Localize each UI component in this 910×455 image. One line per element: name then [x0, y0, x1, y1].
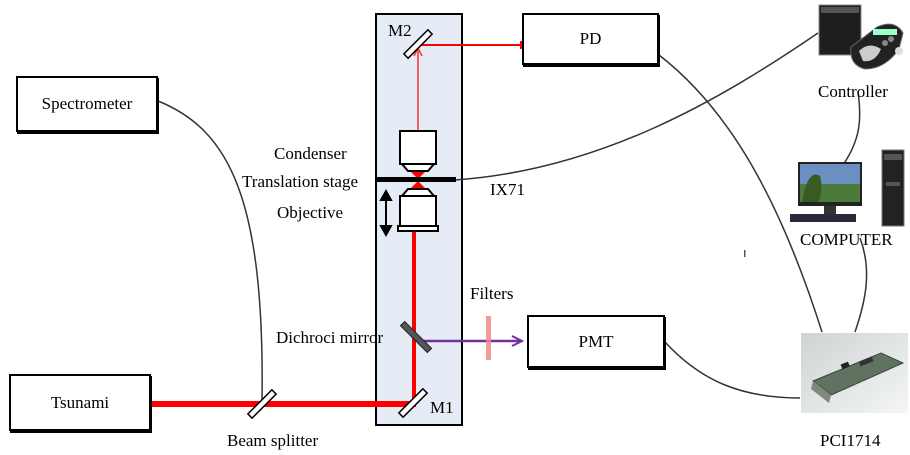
dichroic-mirror-label: Dichroci mirror	[276, 328, 384, 347]
dichroic-mirror	[399, 320, 433, 354]
controller-label: Controller	[818, 82, 888, 101]
translation-stage-label: Translation stage	[242, 172, 359, 191]
objective-lens	[397, 188, 439, 232]
translation-stage	[376, 177, 456, 182]
cables	[157, 32, 868, 405]
desktop-computer-icon	[790, 149, 905, 227]
m2-label: M2	[388, 21, 412, 40]
pd-box: PD	[522, 13, 659, 65]
cable-pd-pci	[658, 54, 823, 333]
laser-focus-top	[411, 172, 425, 179]
stray-mark	[744, 250, 746, 257]
motion-controller-icon	[818, 4, 904, 70]
laser-beams	[150, 41, 522, 407]
laser-focus-bottom	[411, 181, 425, 188]
tsunami-label: Tsunami	[50, 392, 110, 412]
computer-label: COMPUTER	[800, 230, 893, 249]
cable-spectrometer-beamsplitter	[157, 100, 263, 405]
beam-splitter-label: Beam splitter	[227, 431, 319, 450]
filter-element	[486, 316, 491, 360]
pmt-box: PMT	[527, 315, 665, 368]
focus-adjust-arrow-icon	[379, 188, 393, 238]
beam-splitter	[246, 388, 278, 420]
cable-stage-controller	[454, 32, 819, 181]
mirror-m2	[402, 28, 434, 60]
pmt-label: PMT	[578, 331, 614, 351]
fluorescence-arrowhead	[511, 335, 525, 347]
spectrometer-box: Spectrometer	[16, 76, 158, 132]
filters-label: Filters	[470, 284, 514, 303]
cable-computer-pci	[854, 237, 868, 333]
ix71-label: IX71	[490, 180, 525, 199]
condenser-lens	[399, 130, 437, 172]
cable-pmt-pci	[664, 341, 801, 399]
spectrometer-label: Spectrometer	[41, 94, 133, 113]
mirror-m1	[397, 387, 429, 419]
pci1714-label: PCI1714	[820, 431, 881, 450]
pci-card-icon	[801, 333, 908, 413]
tsunami-box: Tsunami	[9, 374, 151, 431]
pd-label: PD	[579, 29, 602, 48]
cable-controller-computer	[842, 91, 861, 166]
condenser-label: Condenser	[274, 144, 347, 163]
objective-label: Objective	[277, 203, 344, 222]
m1-label: M1	[430, 398, 454, 417]
